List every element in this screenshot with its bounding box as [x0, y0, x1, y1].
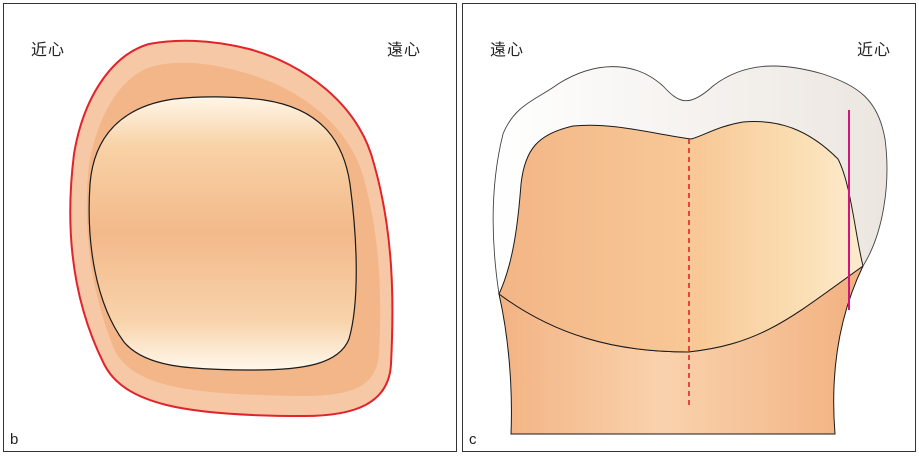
mesial-label: 近心 [31, 36, 65, 60]
preparation-core [89, 97, 356, 370]
distal-label: 遠心 [490, 36, 524, 60]
panel-c: 遠心 近心 c [462, 3, 916, 452]
panel-letter-c: c [469, 431, 477, 448]
distal-label: 遠心 [387, 36, 421, 60]
occlusal-view-diagram [4, 4, 457, 452]
mesial-label: 近心 [857, 36, 891, 60]
panel-b: 近心 遠心 b [3, 3, 457, 452]
panel-letter-b: b [10, 431, 18, 448]
lateral-view-diagram [463, 4, 916, 452]
